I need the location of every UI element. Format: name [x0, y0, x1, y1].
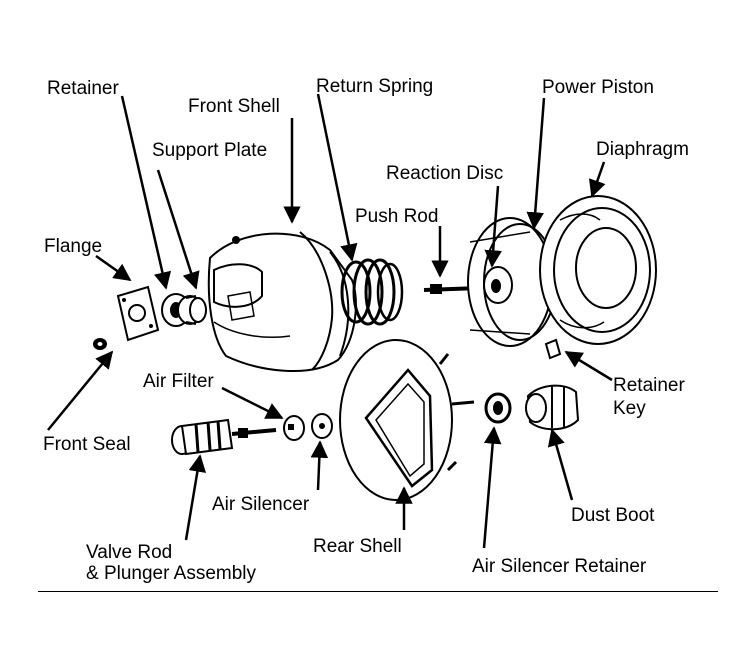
- arrow-support-plate: [156, 169, 200, 290]
- leader-arrows: [47, 93, 613, 549]
- retainer-part: [161, 293, 207, 327]
- arrow-dust-boot: [547, 428, 574, 501]
- label-support-plate: Support Plate: [152, 140, 268, 161]
- label-front-seal: Front Seal: [43, 434, 131, 455]
- arrow-flange: [95, 254, 132, 282]
- rear-shell-part: [339, 339, 475, 501]
- arrow-air-filter: [221, 386, 284, 420]
- air-silencer-part: [311, 413, 333, 439]
- label-air-filter: Air Filter: [143, 371, 214, 392]
- arrow-reaction-disc: [484, 185, 502, 268]
- label-return-spring: Return Spring: [316, 76, 434, 97]
- label-air-silencer: Air Silencer: [212, 494, 310, 515]
- label-valve-rod-line1: Valve Rod: [86, 542, 173, 563]
- label-power-piston: Power Piston: [542, 77, 654, 98]
- label-front-shell: Front Shell: [188, 96, 280, 117]
- bottom-divider: [38, 591, 718, 592]
- arrow-front-seal: [47, 350, 114, 431]
- arrow-retainer-key: [564, 350, 613, 382]
- front-shell-part: [207, 231, 357, 373]
- label-reaction-disc: Reaction Disc: [386, 163, 504, 184]
- arrow-air-silencer: [310, 440, 329, 491]
- return-spring-part: [340, 258, 404, 326]
- label-air-silencer-retainer: Air Silencer Retainer: [472, 556, 647, 577]
- air-filter-part: [283, 415, 305, 441]
- front-seal-part: [93, 338, 107, 350]
- label-retainer-key-line1: Retainer: [613, 375, 685, 396]
- arrow-power-piston: [526, 97, 546, 230]
- arrow-valve-rod: [184, 454, 207, 541]
- arrow-retainer: [120, 95, 172, 290]
- label-retainer: Retainer: [47, 78, 119, 99]
- diaphragm-part: [539, 195, 657, 345]
- label-flange: Flange: [44, 236, 103, 257]
- label-push-rod: Push Rod: [355, 206, 439, 227]
- label-valve-rod-line2: & Plunger Assembly: [86, 563, 257, 584]
- label-rear-shell: Rear Shell: [313, 536, 402, 557]
- arrow-diaphragm: [588, 161, 606, 198]
- flange-part: [116, 285, 160, 342]
- dust-boot-part: [525, 384, 580, 431]
- valve-rod-plunger-part: [171, 418, 277, 456]
- arrow-return-spring: [316, 93, 358, 262]
- label-retainer-key-line2: Key: [613, 398, 646, 419]
- label-diaphragm: Diaphragm: [596, 139, 689, 160]
- air-silencer-retainer-part: [484, 392, 512, 424]
- arrow-air-silencer-retainer: [482, 426, 502, 549]
- label-dust-boot: Dust Boot: [571, 505, 655, 526]
- retainer-key-part: [544, 338, 562, 360]
